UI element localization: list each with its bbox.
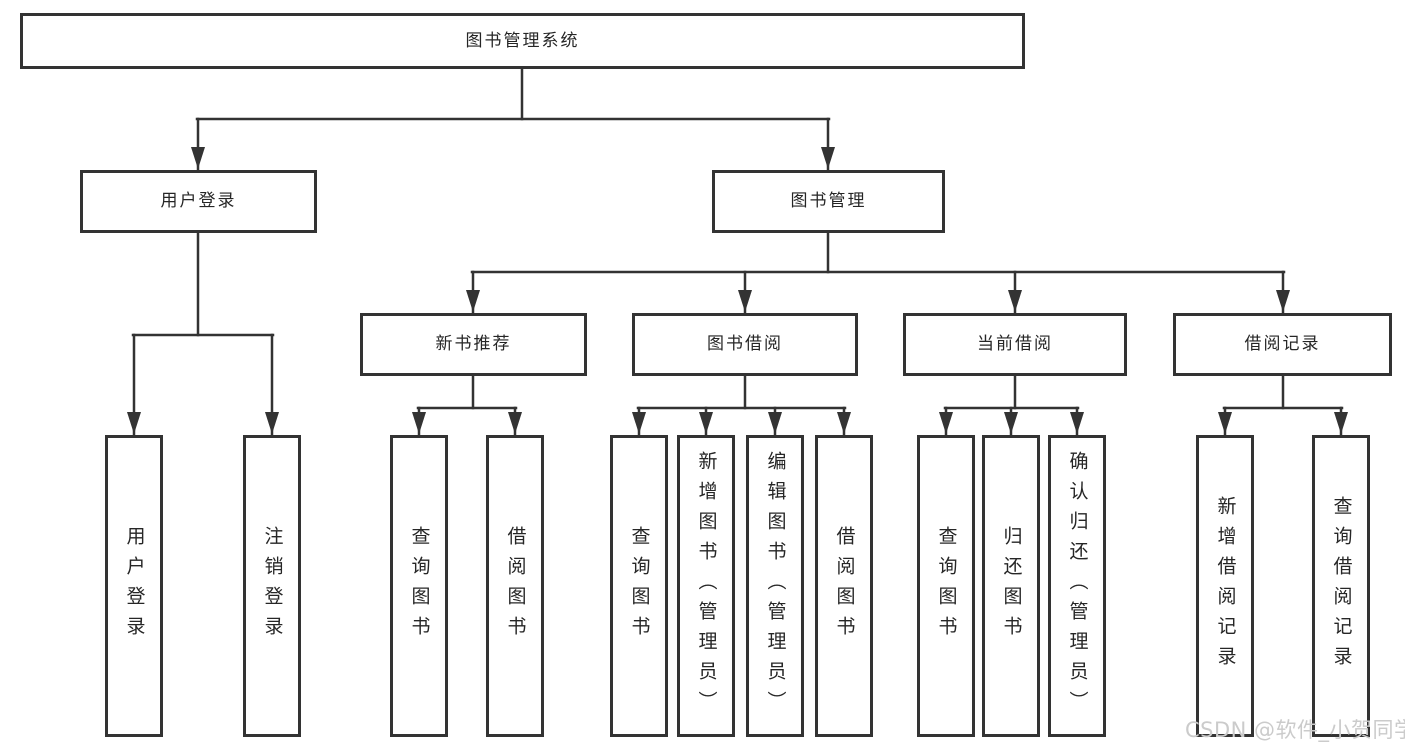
leaf-confirm-return-admin: 确认归还（管理员） — [1048, 435, 1106, 737]
node-user-login: 用户登录 — [80, 170, 317, 233]
leaf-return-books: 归还图书 — [982, 435, 1040, 737]
leaf-user-login: 用户登录 — [105, 435, 163, 737]
leaf-add-books-admin: 新增图书（管理员） — [677, 435, 735, 737]
leaf-query-borrow-record: 查询借阅记录 — [1312, 435, 1370, 737]
leaf-borrow-books-borrowing: 借阅图书 — [815, 435, 873, 737]
leaf-query-books-recommend: 查询图书 — [390, 435, 448, 737]
leaf-query-books-current: 查询图书 — [917, 435, 975, 737]
node-root-system: 图书管理系统 — [20, 13, 1025, 69]
leaf-logout: 注销登录 — [243, 435, 301, 737]
node-book-borrowing: 图书借阅 — [632, 313, 858, 376]
node-book-management: 图书管理 — [712, 170, 945, 233]
leaf-edit-books-admin: 编辑图书（管理员） — [746, 435, 804, 737]
leaf-borrow-books-recommend: 借阅图书 — [486, 435, 544, 737]
csdn-watermark: CSDN @软件_小贺同学 — [1185, 718, 1405, 742]
node-borrowing-records: 借阅记录 — [1173, 313, 1392, 376]
node-new-book-recommend: 新书推荐 — [360, 313, 587, 376]
node-current-borrowing: 当前借阅 — [903, 313, 1127, 376]
leaf-query-books-borrowing: 查询图书 — [610, 435, 668, 737]
leaf-add-borrow-record: 新增借阅记录 — [1196, 435, 1254, 737]
